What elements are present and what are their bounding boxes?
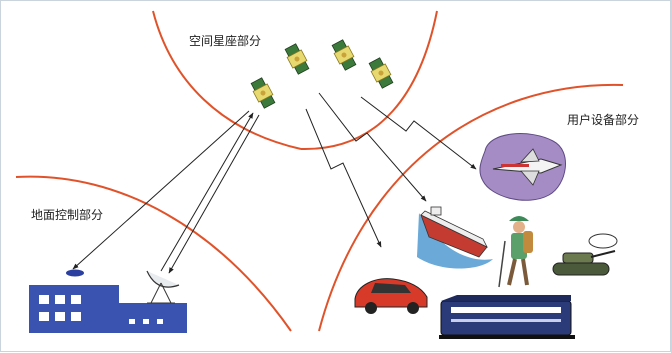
satellite-icon: [329, 38, 359, 72]
downlink-arrow: [168, 114, 260, 274]
ground-station-icon: [29, 285, 187, 333]
user-segment-label: 用户设备部分: [567, 112, 639, 127]
signal-arrow-car: [305, 108, 382, 248]
ship-icon: [417, 206, 493, 269]
space-shuttle-icon: [479, 133, 566, 201]
tank-icon: [552, 233, 618, 276]
car-icon: [354, 278, 428, 314]
satellite-icon: [248, 76, 278, 110]
signal-arrow-ship: [318, 92, 427, 202]
satellite-icon: [282, 42, 312, 76]
space-boundary-left: [152, 10, 302, 150]
user-boundary: [318, 83, 624, 332]
ground-boundary: [15, 175, 292, 332]
space-segment-label: 空间星座部分: [189, 33, 261, 48]
antenna-marker-icon: [66, 269, 84, 277]
space-boundary-right: [300, 10, 438, 151]
monitor-link-arrow: [72, 110, 250, 270]
satellite-icon: [366, 56, 396, 90]
satellite-dish-icon: [146, 270, 180, 304]
train-icon: [439, 295, 575, 339]
ground-segment-label: 地面控制部分: [31, 207, 103, 222]
signal-arrow-shuttle: [360, 96, 477, 170]
uplink-arrow: [160, 112, 254, 272]
hiker-icon: [498, 216, 533, 288]
